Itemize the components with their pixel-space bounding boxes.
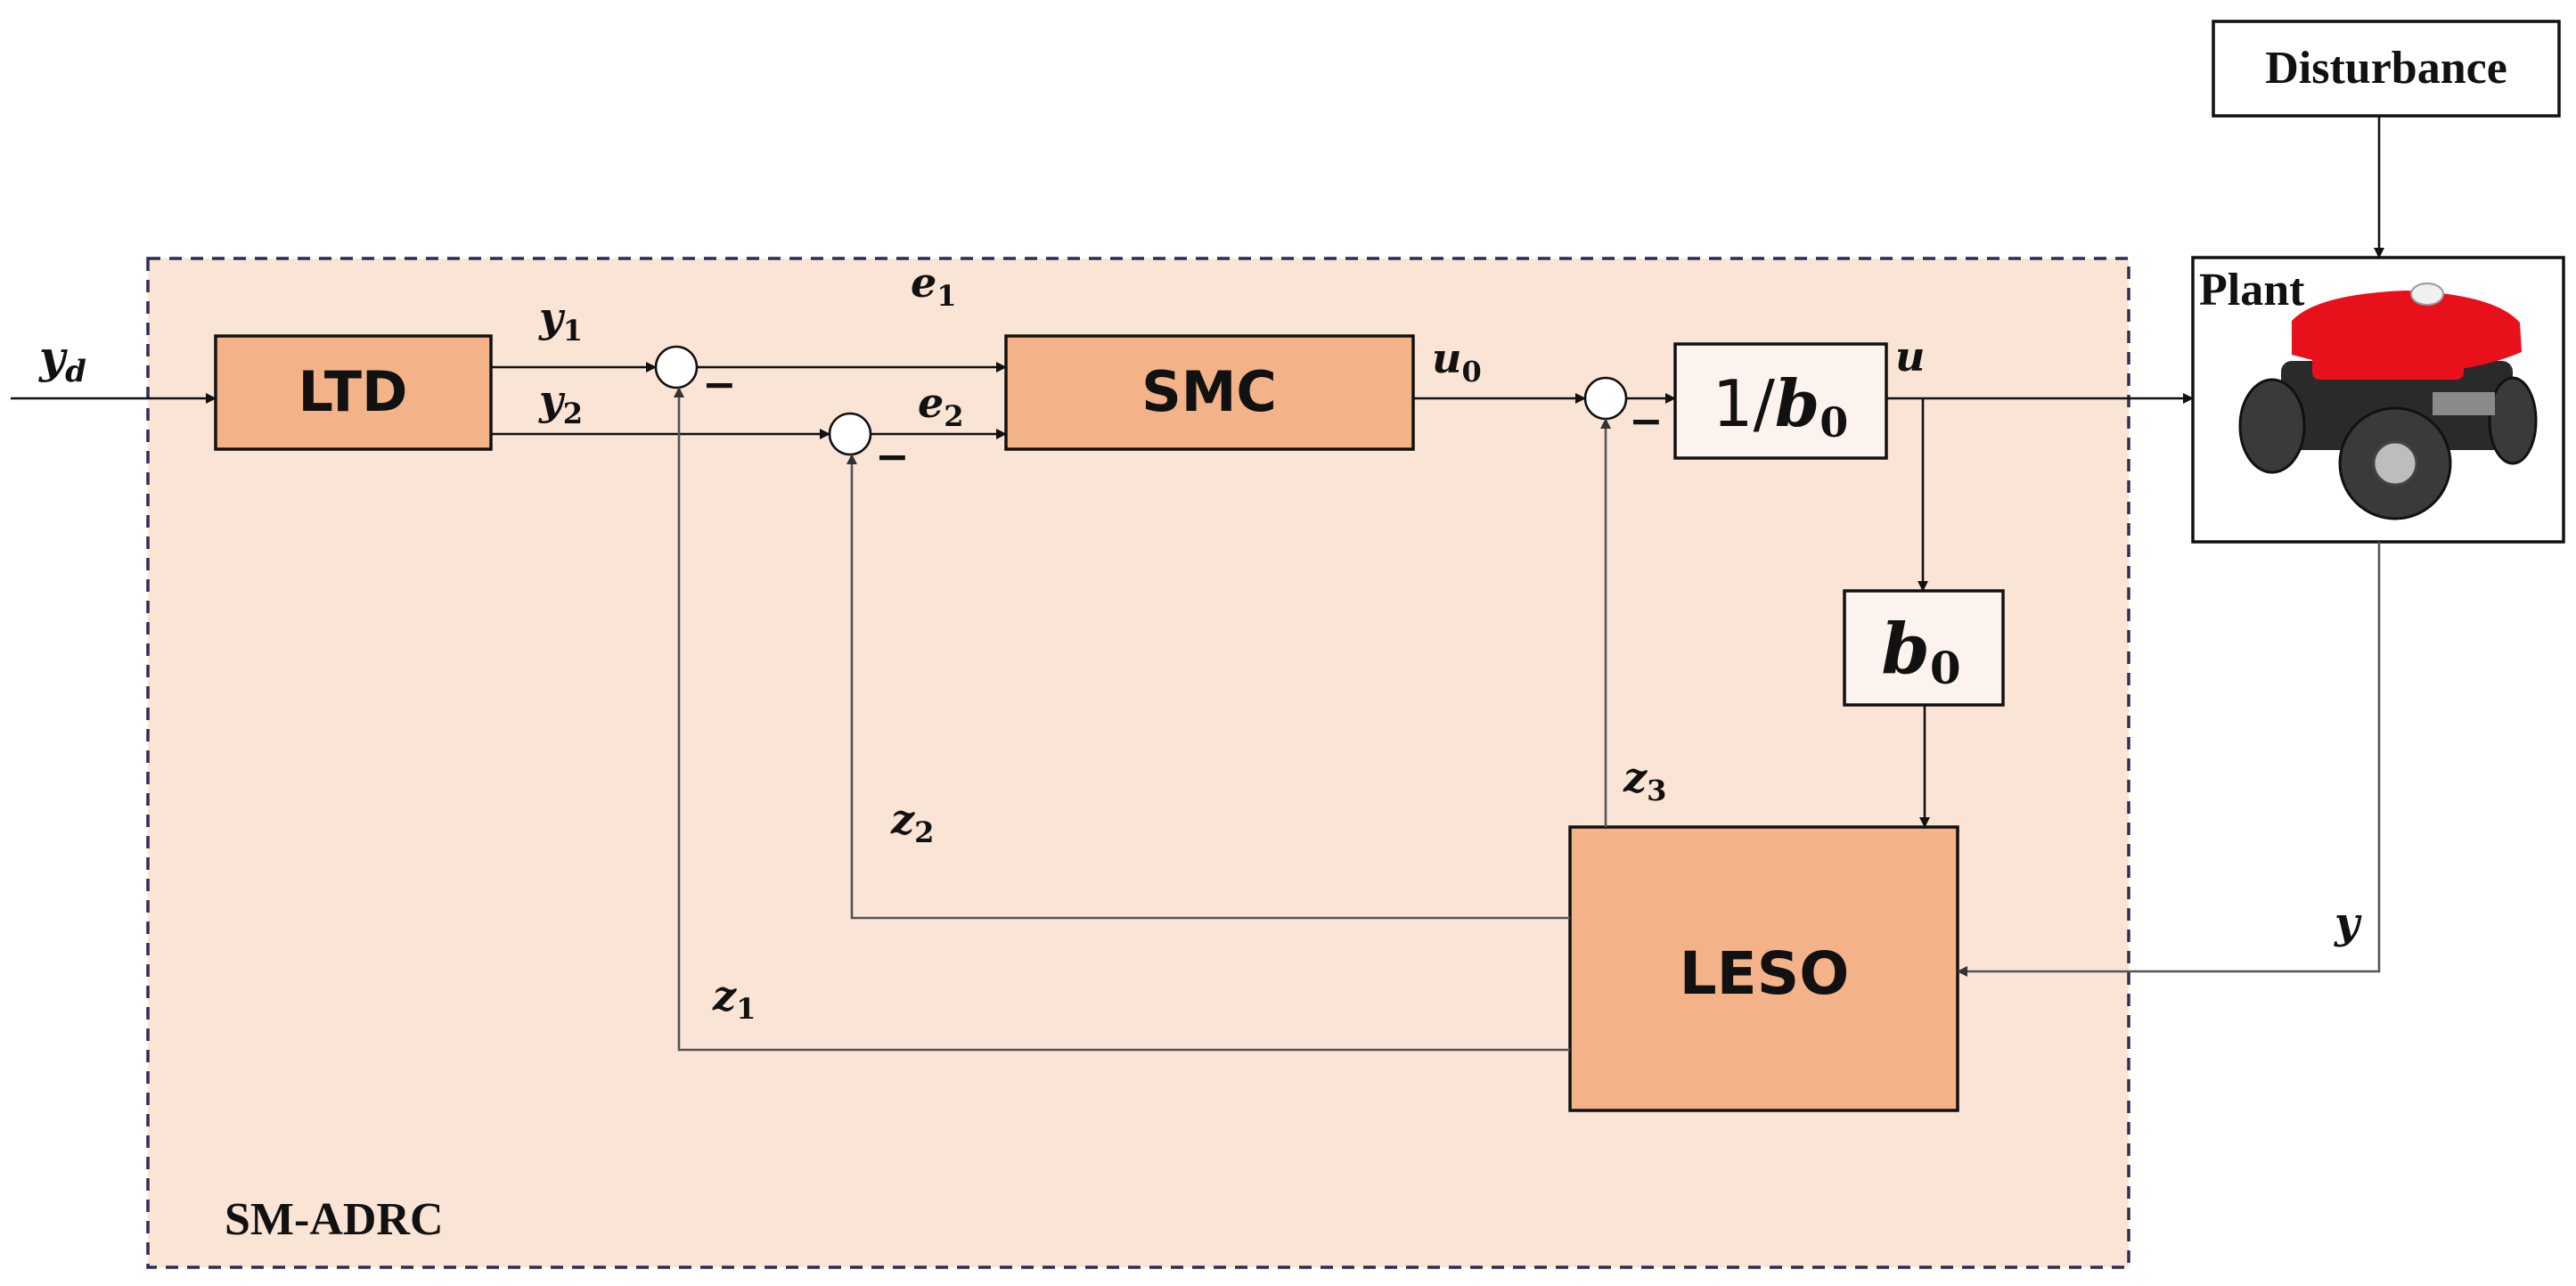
gain-block: b0 — [1843, 589, 2005, 707]
signal-z3: z3 — [1623, 753, 1666, 807]
signal-u: u — [1895, 332, 1925, 381]
sum-sign-3: − — [1629, 397, 1664, 445]
signal-e2: e2 — [918, 379, 964, 433]
robot-wheel-front-hub — [2372, 440, 2418, 487]
signal-yd: yd — [38, 331, 86, 389]
signal-z1-sub: 1 — [736, 992, 756, 1026]
sum-junction-2 — [828, 412, 872, 456]
signal-u0: u0 — [1432, 334, 1482, 389]
signal-y2-sub: 2 — [563, 397, 583, 430]
signal-yd-var: y — [38, 331, 68, 383]
sum-sign-2: − — [875, 432, 910, 480]
robot-dome — [2410, 283, 2444, 306]
signal-z2-var: z — [890, 795, 915, 843]
robot-wheel-right — [2488, 376, 2538, 465]
leso-block: LESO — [1568, 825, 1959, 1112]
signal-y2: y2 — [538, 376, 583, 430]
signal-z1: z1 — [712, 971, 756, 1026]
signal-e1-var: e — [911, 258, 936, 307]
smc-block: SMC — [1004, 334, 1415, 451]
wire-z1 — [674, 387, 1570, 1052]
plant-block: Plant — [2191, 256, 2565, 544]
gain-sub: 0 — [1930, 642, 1961, 694]
sum-junction-1 — [654, 345, 699, 389]
disturbance-label: Disturbance — [2265, 43, 2507, 94]
plant-label: Plant — [2199, 265, 2305, 315]
signal-y2-var: y — [538, 376, 566, 424]
signal-e2-var: e — [918, 379, 944, 427]
signal-z1-var: z — [712, 971, 737, 1020]
signal-yd-sub: d — [65, 354, 86, 389]
ltd-block: LTD — [214, 334, 493, 451]
gain-label: b0 — [1881, 609, 1960, 694]
robot-wheel-left — [2238, 378, 2306, 474]
robot-panel — [2433, 392, 2495, 415]
signal-e1: e1 — [911, 258, 957, 313]
sum-junction-3 — [1583, 376, 1628, 421]
disturbance-block: Disturbance — [2212, 20, 2561, 118]
inverse-gain-label: 1/b0 — [1713, 365, 1848, 446]
signal-u0-sub: 0 — [1461, 355, 1481, 389]
signal-y: y — [2334, 898, 2362, 948]
signal-e1-sub: 1 — [936, 279, 956, 313]
signal-z2-sub: 2 — [914, 815, 934, 849]
smc-label: SMC — [1141, 359, 1277, 424]
inverse-gain-sub: 0 — [1820, 398, 1848, 446]
signal-y1-sub: 1 — [563, 314, 583, 348]
signal-y1: y1 — [538, 293, 583, 348]
inverse-gain-var: b — [1775, 365, 1820, 441]
signal-z2: z2 — [890, 795, 934, 849]
leso-label: LESO — [1680, 939, 1850, 1008]
signal-z3-sub: 3 — [1647, 774, 1666, 807]
inverse-gain-prefix: 1/ — [1713, 366, 1776, 441]
signal-y1-var: y — [538, 293, 566, 341]
signal-e2-sub: 2 — [944, 399, 963, 433]
signal-u0-var: u — [1432, 334, 1461, 382]
robot-shell-front — [2312, 346, 2464, 380]
gain-var: b — [1881, 609, 1930, 690]
wire-y-feedback — [1957, 542, 2381, 977]
signal-z3-var: z — [1623, 753, 1648, 801]
inverse-gain-block: 1/b0 — [1673, 342, 1888, 460]
container-label: SM-ADRC — [225, 1194, 444, 1245]
ltd-label: LTD — [298, 359, 407, 424]
wire-z2 — [846, 454, 1570, 920]
robot-image — [2238, 283, 2538, 520]
